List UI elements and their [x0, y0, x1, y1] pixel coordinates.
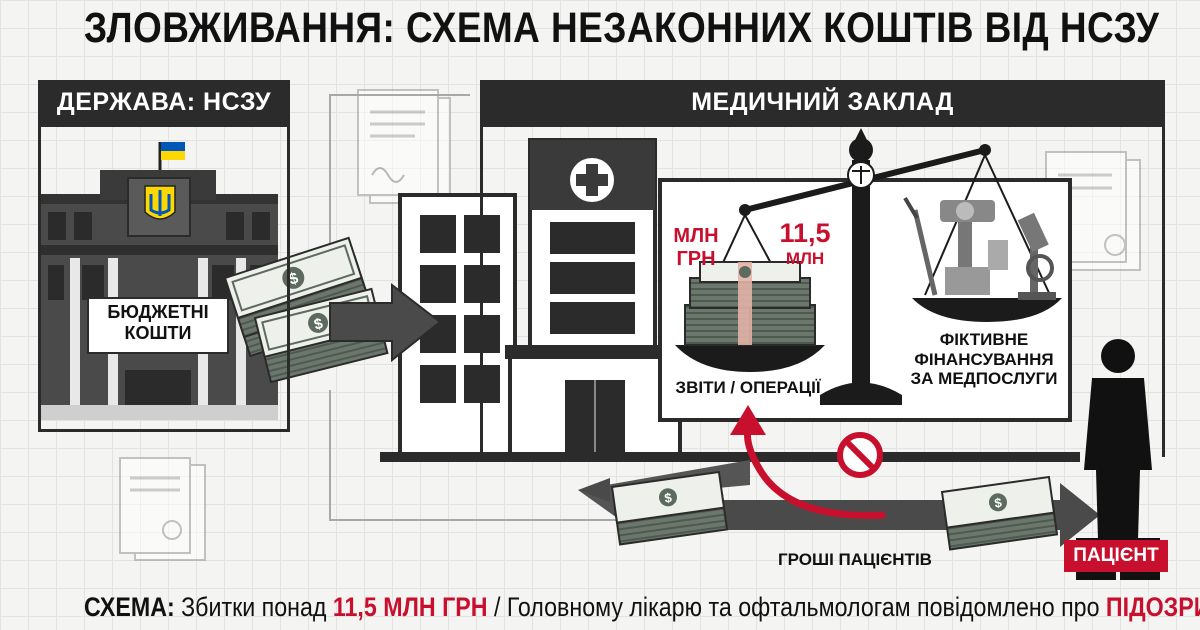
medical-panel [480, 124, 1165, 457]
fictive-financing-label: ФІКТИВНЕ ФІНАНСУВАННЯ ЗА МЕДПОСЛУГИ [898, 330, 1070, 389]
page-title: ЗЛОВЖИВАННЯ: СХЕМА НЕЗАКОННИХ КОШТІВ ВІД… [84, 4, 1160, 52]
trident-icon [144, 185, 176, 220]
document-icon [119, 457, 206, 561]
footer-suspicion: ПІДОЗРИ [1105, 592, 1200, 622]
fictive-line1: ФІКТИВНЕ [939, 330, 1029, 349]
government-building [38, 142, 278, 420]
amount-label: 11,5 МЛН [770, 218, 840, 269]
footer-prefix: СХЕМА: [84, 592, 175, 622]
svg-text:$: $ [663, 490, 673, 506]
fictive-line2: ФІНАНСУВАННЯ [914, 349, 1054, 369]
money-stack-icon: $ [610, 470, 729, 546]
money-stack-icon: $ [940, 475, 1059, 551]
medical-panel-heading: МЕДИЧНИЙ ЗАКЛАД [480, 80, 1165, 124]
state-panel [38, 124, 290, 432]
mln-uah-label: МЛН ГРН [668, 225, 724, 271]
microscope-icon [1017, 212, 1056, 300]
patient-money-label: ГРОШІ ПАЦІЄНТІВ [778, 550, 932, 569]
medical-device [940, 200, 1008, 295]
amount-unit: МЛН [785, 249, 825, 269]
reports-label: ЗВІТИ / ОПЕРАЦІЇ [675, 378, 821, 397]
budget-funds-label: БЮДЖЕТНІ КОШТИ [90, 302, 226, 343]
ukraine-flag-icon [161, 142, 185, 160]
budget-funds-line2: КОШТИ [124, 322, 192, 343]
medical-cross-icon [570, 158, 614, 202]
footer-summary: СХЕМА: Збитки понад 11,5 МЛН ГРН / Голов… [84, 592, 1200, 623]
scalpel-icon [903, 196, 938, 296]
mln-label: МЛН [673, 225, 719, 247]
patient-label: ПАЦІЄНТ [1073, 545, 1159, 566]
budget-funds-line1: БЮДЖЕТНІ [107, 302, 209, 322]
svg-text:$: $ [993, 495, 1003, 511]
footer-text-1: Збитки понад [174, 592, 333, 622]
amount-value: 11,5 [779, 218, 831, 248]
hospital-building [380, 138, 1080, 462]
patient-icon [1064, 339, 1168, 580]
state-panel-heading: ДЕРЖАВА: НСЗУ [38, 80, 290, 124]
money-stack-icon [684, 261, 816, 346]
uah-label: ГРН [676, 248, 716, 270]
no-entry-icon [837, 432, 883, 478]
footer-text-2: / Головному лікарю та офтальмологам пові… [487, 592, 1106, 622]
red-return-arrow [730, 405, 886, 519]
fictive-line3: ЗА МЕДПОСЛУГИ [910, 369, 1058, 389]
flow-arrow [329, 282, 442, 363]
footer-amount: 11,5 МЛН ГРН [332, 592, 488, 622]
document-icon [357, 89, 451, 204]
